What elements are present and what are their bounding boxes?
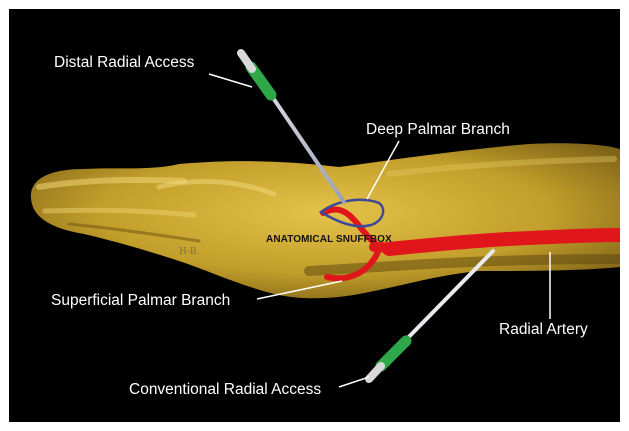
conventional-needle-hub xyxy=(381,341,406,366)
label-radial-artery: Radial Artery xyxy=(499,322,588,338)
distal-needle-cap xyxy=(241,53,252,69)
conventional-needle-cap xyxy=(369,366,381,379)
pointer-conventional-access xyxy=(339,377,369,387)
label-distal-radial-access: Distal Radial Access xyxy=(54,55,194,71)
artist-initials: H-B. xyxy=(179,247,199,257)
label-deep-palmar-branch: Deep Palmar Branch xyxy=(366,122,510,138)
figure-panel: Distal Radial Access Deep Palmar Branch … xyxy=(9,9,620,422)
pointer-distal-access xyxy=(209,74,252,87)
label-conventional-radial-access: Conventional Radial Access xyxy=(129,382,321,398)
label-anatomical-snuffbox: ANATOMICAL SNUFFBOX xyxy=(266,235,392,245)
label-superficial-palmar-branch: Superficial Palmar Branch xyxy=(51,293,230,309)
